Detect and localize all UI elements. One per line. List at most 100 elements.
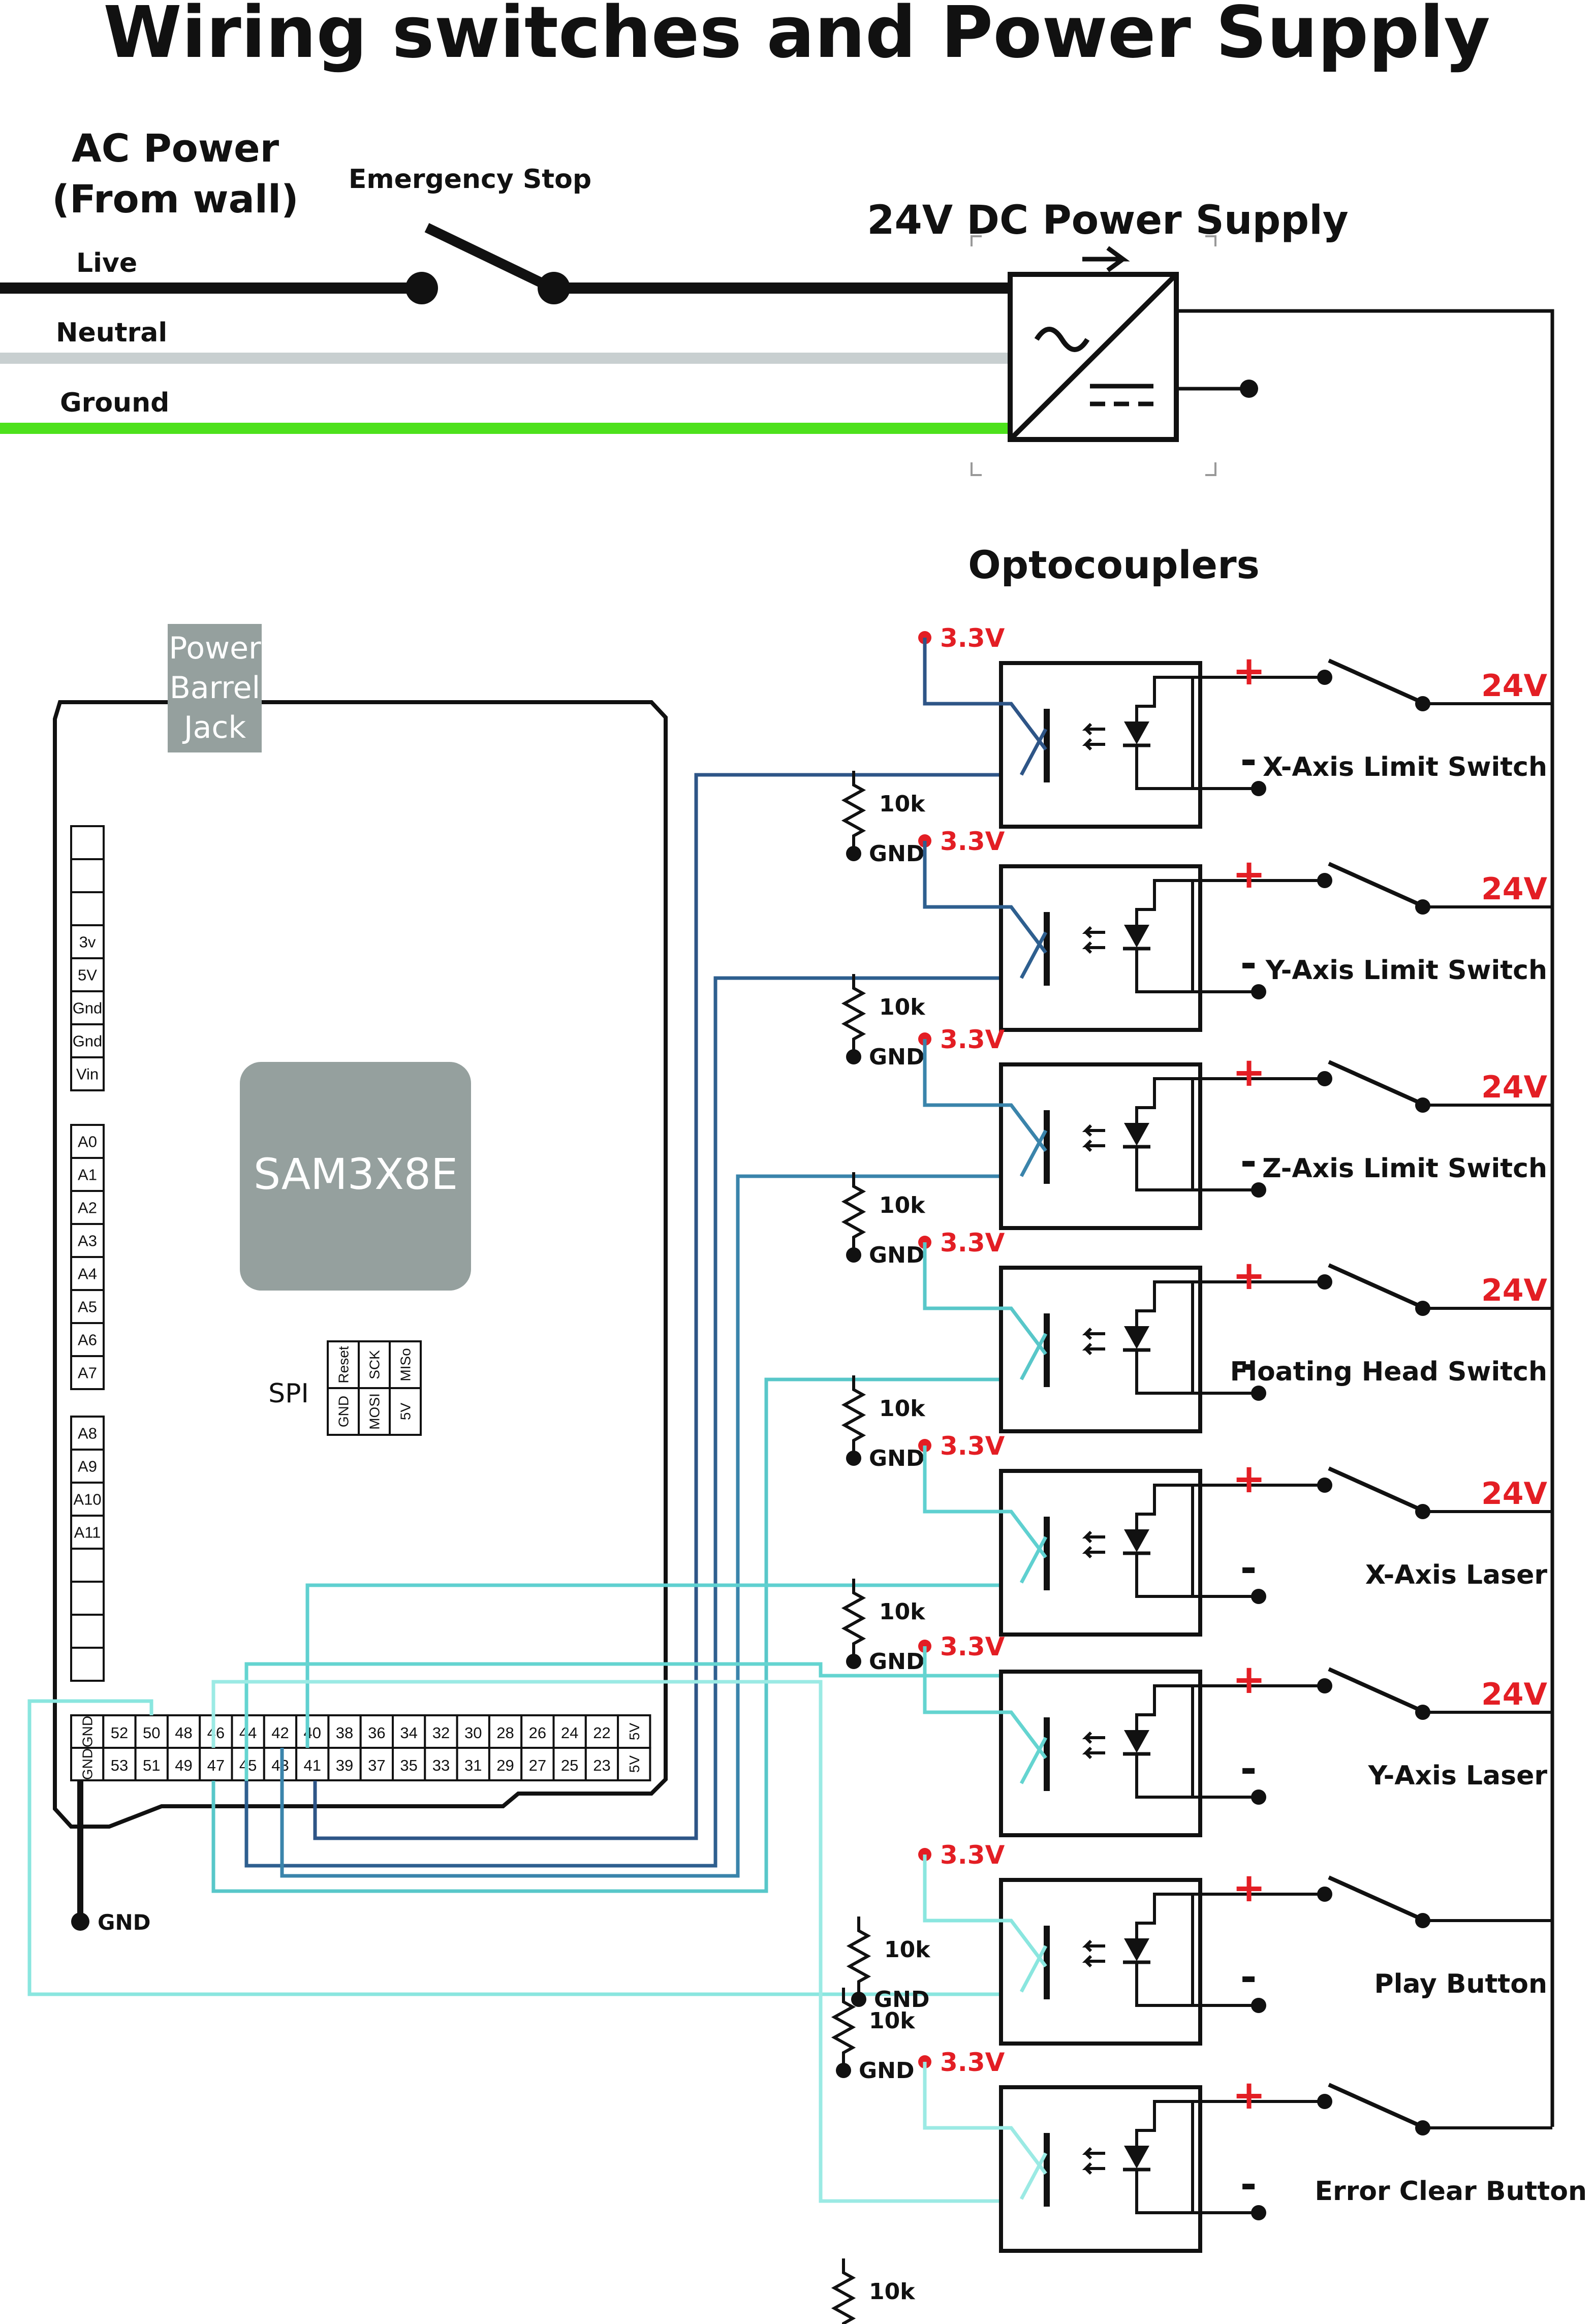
led-triangle bbox=[1124, 721, 1149, 744]
estop-label: Emergency Stop bbox=[349, 164, 591, 195]
analog-pin-cell bbox=[70, 1223, 105, 1258]
digital-pin-label: 5V bbox=[627, 1723, 642, 1741]
analog-pin-cell bbox=[70, 1289, 105, 1324]
minus-sign: - bbox=[1240, 738, 1257, 783]
led-triangle bbox=[1124, 1529, 1149, 1552]
resistor bbox=[831, 1988, 856, 2070]
supply-3v3-label: 3.3V bbox=[940, 1228, 1005, 1258]
digital-pin-label: 29 bbox=[496, 1756, 514, 1774]
plus-terminal bbox=[1317, 1678, 1332, 1693]
analog-pin-label: A5 bbox=[78, 1298, 97, 1316]
psu-label: 24V DC Power Supply bbox=[867, 198, 1349, 243]
analog-pin-cell bbox=[70, 1581, 105, 1616]
digital-pin-cell bbox=[295, 1714, 330, 1749]
light-arrows bbox=[1082, 1731, 1105, 1760]
jack-line-3: Jack bbox=[182, 710, 246, 745]
digital-pin-label: 31 bbox=[464, 1756, 482, 1774]
analog-pin-label: A4 bbox=[78, 1265, 97, 1283]
switch-name-label: Y-Axis Laser bbox=[1368, 1761, 1548, 1791]
supply-3v3-label: 3.3V bbox=[940, 1840, 1005, 1870]
collector-wire bbox=[923, 1039, 1047, 1152]
minus-sign: - bbox=[1240, 1342, 1257, 1388]
minus-sign: - bbox=[1240, 1139, 1257, 1185]
emitter-wire bbox=[1019, 1737, 1048, 1784]
light-arrows bbox=[1082, 1327, 1105, 1356]
page-title: Wiring switches and Power Supply bbox=[103, 0, 1490, 74]
gnd-dot bbox=[846, 1451, 861, 1466]
plus-terminal bbox=[1317, 1071, 1332, 1086]
analog-pin-label: A1 bbox=[78, 1166, 97, 1184]
digital-pin-cell bbox=[295, 1747, 330, 1781]
analog-pin-label: A7 bbox=[78, 1364, 97, 1382]
power-pin-label: Gnd bbox=[73, 1032, 103, 1050]
digital-pin-label: 42 bbox=[271, 1724, 289, 1742]
plus-sign: + bbox=[1232, 1456, 1265, 1502]
power-pin-label: 5V bbox=[78, 966, 97, 984]
minus-terminal bbox=[1251, 1998, 1266, 2013]
digital-pin-cell bbox=[584, 1747, 619, 1781]
sam3x8e-chip bbox=[240, 1062, 471, 1291]
emitter-wire bbox=[1019, 2152, 1048, 2200]
switch-name-label: Y-Axis Limit Switch bbox=[1265, 955, 1547, 986]
digital-pin-label: GND bbox=[80, 1716, 96, 1747]
spi-pin-label: 5V bbox=[398, 1403, 414, 1421]
analog-pin-cell bbox=[70, 1515, 105, 1550]
gnd-label: GND bbox=[869, 1044, 924, 1070]
collector-wire bbox=[923, 1646, 1047, 1760]
power-pin-label: 3v bbox=[79, 933, 96, 951]
led-triangle bbox=[1124, 1730, 1149, 1753]
neutral-label: Neutral bbox=[56, 318, 167, 348]
digital-pin-label: 33 bbox=[432, 1756, 450, 1774]
digital-pin-label: 46 bbox=[207, 1724, 225, 1742]
gnd-dot bbox=[846, 1049, 861, 1064]
emergency-stop-switch[interactable] bbox=[405, 223, 570, 304]
spi-pin-label: SCK bbox=[367, 1350, 383, 1379]
resistor bbox=[831, 2258, 856, 2324]
ac-power-subtitle: (From wall) bbox=[52, 176, 298, 222]
spi-pin-label: MOSI bbox=[367, 1393, 383, 1430]
emitter-wire bbox=[1019, 728, 1048, 776]
minus-terminal bbox=[1251, 1789, 1266, 1805]
plus-sign: + bbox=[1232, 1657, 1265, 1703]
digital-pin-label: 39 bbox=[336, 1756, 353, 1774]
resistor-label: 10k bbox=[879, 1396, 926, 1422]
minus-sign: - bbox=[1240, 1546, 1257, 1591]
digital-pin-label: 28 bbox=[496, 1724, 514, 1742]
spi-label: SPI bbox=[268, 1378, 309, 1409]
supply-3v3-label: 3.3V bbox=[940, 1632, 1005, 1661]
light-arrows bbox=[1082, 723, 1105, 751]
plus-terminal bbox=[1317, 1274, 1332, 1290]
light-arrows bbox=[1082, 2147, 1105, 2175]
digital-pin-label: 5V bbox=[627, 1755, 642, 1773]
emitter-wire bbox=[1019, 1333, 1048, 1380]
emitter-wire bbox=[1019, 1945, 1048, 1993]
switch-name-label: Z-Axis Limit Switch bbox=[1262, 1153, 1547, 1184]
supply-3v3-label: 3.3V bbox=[940, 623, 1005, 653]
jack-line-2: Barrel bbox=[170, 670, 260, 706]
digital-pin-cell bbox=[617, 1714, 651, 1749]
analog-pin-cell bbox=[70, 1614, 105, 1649]
collector-wire bbox=[923, 638, 1047, 751]
optocoupler-box bbox=[999, 1469, 1202, 1637]
optocoupler-box bbox=[999, 2085, 1202, 2253]
digital-pin-label: 36 bbox=[368, 1724, 385, 1742]
digital-pin-cell bbox=[617, 1747, 651, 1781]
plus-sign: + bbox=[1232, 852, 1265, 897]
analog-pin-label: A0 bbox=[78, 1133, 97, 1151]
resistor bbox=[841, 1172, 866, 1254]
resistor-label: 10k bbox=[884, 1937, 931, 1963]
resistor-label: 10k bbox=[879, 994, 926, 1020]
analog-pin-label: A2 bbox=[78, 1199, 97, 1217]
collector-wire bbox=[923, 841, 1047, 954]
supply-voltage-label: 24V bbox=[1481, 871, 1547, 907]
digital-pin-label: 48 bbox=[175, 1724, 192, 1742]
spi-pin-cell bbox=[327, 1387, 360, 1436]
digital-pin-label: 34 bbox=[400, 1724, 417, 1742]
resistor-label: 10k bbox=[879, 791, 926, 817]
